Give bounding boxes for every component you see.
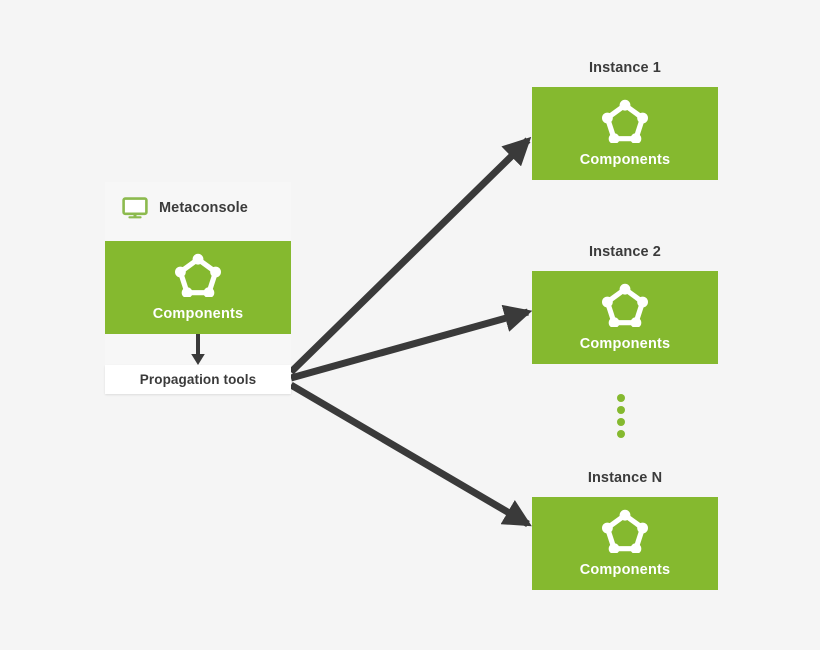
instance-1-components-card[interactable]: Components [532,87,718,180]
ellipsis-dot [617,430,625,438]
monitor-icon [122,197,148,219]
instance-2-title: Instance 2 [589,244,661,260]
instance-2-components-card[interactable]: Components [532,271,718,364]
components-pentagon-icon [602,99,648,145]
instance-n-components-card[interactable]: Components [532,497,718,590]
components-pentagon-icon [602,509,648,555]
ellipsis-dot [617,406,625,414]
components-label: Components [152,306,244,322]
instance-n-title: Instance N [587,470,663,486]
components-label: Components [579,152,671,168]
instance-1-title: Instance 1 [589,60,661,76]
propagation-tools-label: Propagation tools [139,372,257,387]
ellipsis-dot [617,394,625,402]
metaconsole-title: Metaconsole [159,200,248,216]
metaconsole-components-card[interactable]: Components [105,241,291,334]
components-pentagon-icon [175,253,221,299]
components-pentagon-icon [602,283,648,329]
propagation-tools-box[interactable]: Propagation tools [105,365,291,394]
components-label: Components [579,562,671,578]
arrow-to-instance-n [289,381,532,528]
ellipsis-dot [617,418,625,426]
metaconsole-header: Metaconsole [105,190,291,226]
arrow-to-instance-2 [290,304,533,382]
vertical-ellipsis [614,394,628,438]
arrow-to-instance-1 [288,136,532,375]
components-label: Components [579,336,671,352]
arrow-down-icon [191,334,205,365]
